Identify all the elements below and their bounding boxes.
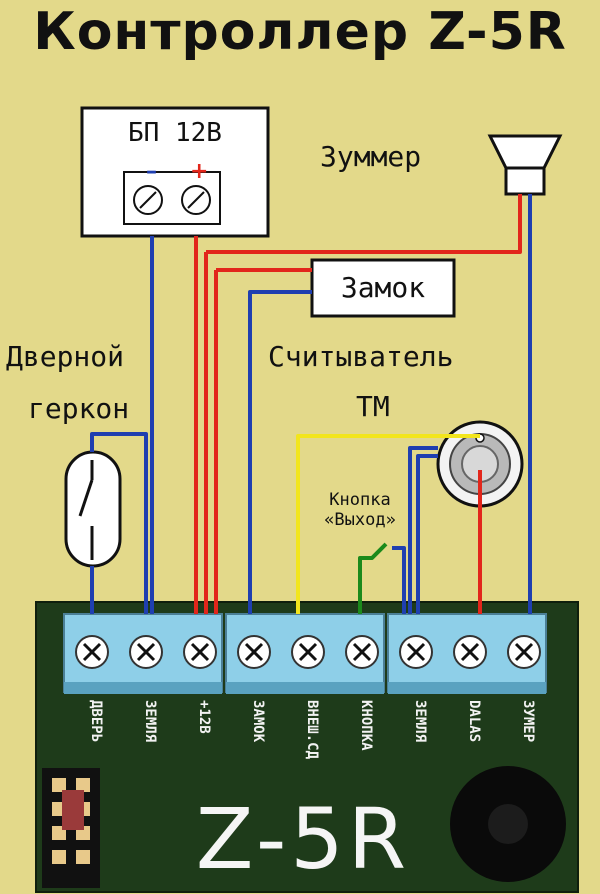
terminal-label-ground-1: ЗЕМЛЯ [142, 700, 158, 743]
terminal-screw-slot [190, 642, 210, 662]
exit-button-label: Кнопка «Выход» [324, 490, 396, 530]
reader-label: Считыватель [268, 340, 454, 373]
terminal-label-door: ДВЕРЬ [88, 700, 104, 743]
wire-led [296, 434, 480, 614]
speaker-icon [487, 134, 563, 196]
terminal-screw-slot [244, 642, 264, 662]
terminal-label-ground-2: ЗЕМЛЯ [412, 700, 428, 743]
power-supply [80, 106, 270, 238]
psu-plus-mark: + [190, 159, 208, 184]
wire-reed-2 [90, 432, 148, 614]
jumper-block [42, 768, 100, 888]
terminal-label-button: КНОПКА [358, 700, 374, 751]
terminal-label-lock: ЗАМОК [250, 700, 266, 743]
terminal-screw-slot [136, 642, 156, 662]
wire-button-blue [392, 546, 406, 614]
terminal-screw-slot [514, 642, 534, 662]
reed-switch-label: Дверной [6, 340, 125, 373]
wire-buzzer-plus [206, 194, 522, 254]
power-supply-label: БП 12В [128, 118, 222, 148]
terminal-screw-slot [82, 642, 102, 662]
terminal-screw-slot [298, 642, 318, 662]
terminal-screw-slot [352, 642, 372, 662]
terminal-label-ext-led: ВНЕШ.СД [304, 700, 320, 760]
terminal-screw-slot [460, 642, 480, 662]
onboard-buzzer [450, 766, 566, 882]
wire-reader-ground [408, 446, 438, 614]
psu-minus-mark: – [146, 159, 157, 184]
reed-switch-label-2: геркон [28, 392, 130, 425]
wire-reader-ground-2 [416, 454, 438, 614]
terminal-screw-slot [406, 642, 426, 662]
terminal-label-12v: +12В [196, 700, 212, 734]
terminal-label-dallas: DALAS [466, 700, 482, 743]
terminal-label-buzzer: ЗУМЕР [520, 700, 536, 743]
board-name: Z-5R [195, 790, 411, 888]
reader-label-type: ТМ [356, 390, 390, 423]
lock-label: Замок [340, 271, 426, 304]
terminal-screws [75, 635, 541, 669]
buzzer-label: Зуммер [320, 140, 422, 173]
reed-switch [64, 450, 122, 568]
wire-button-green [358, 542, 388, 614]
diagram-title: Контроллер Z-5R [33, 2, 567, 62]
lock-box [310, 258, 456, 318]
wires [90, 194, 532, 614]
wire-lock-minus [248, 290, 312, 614]
